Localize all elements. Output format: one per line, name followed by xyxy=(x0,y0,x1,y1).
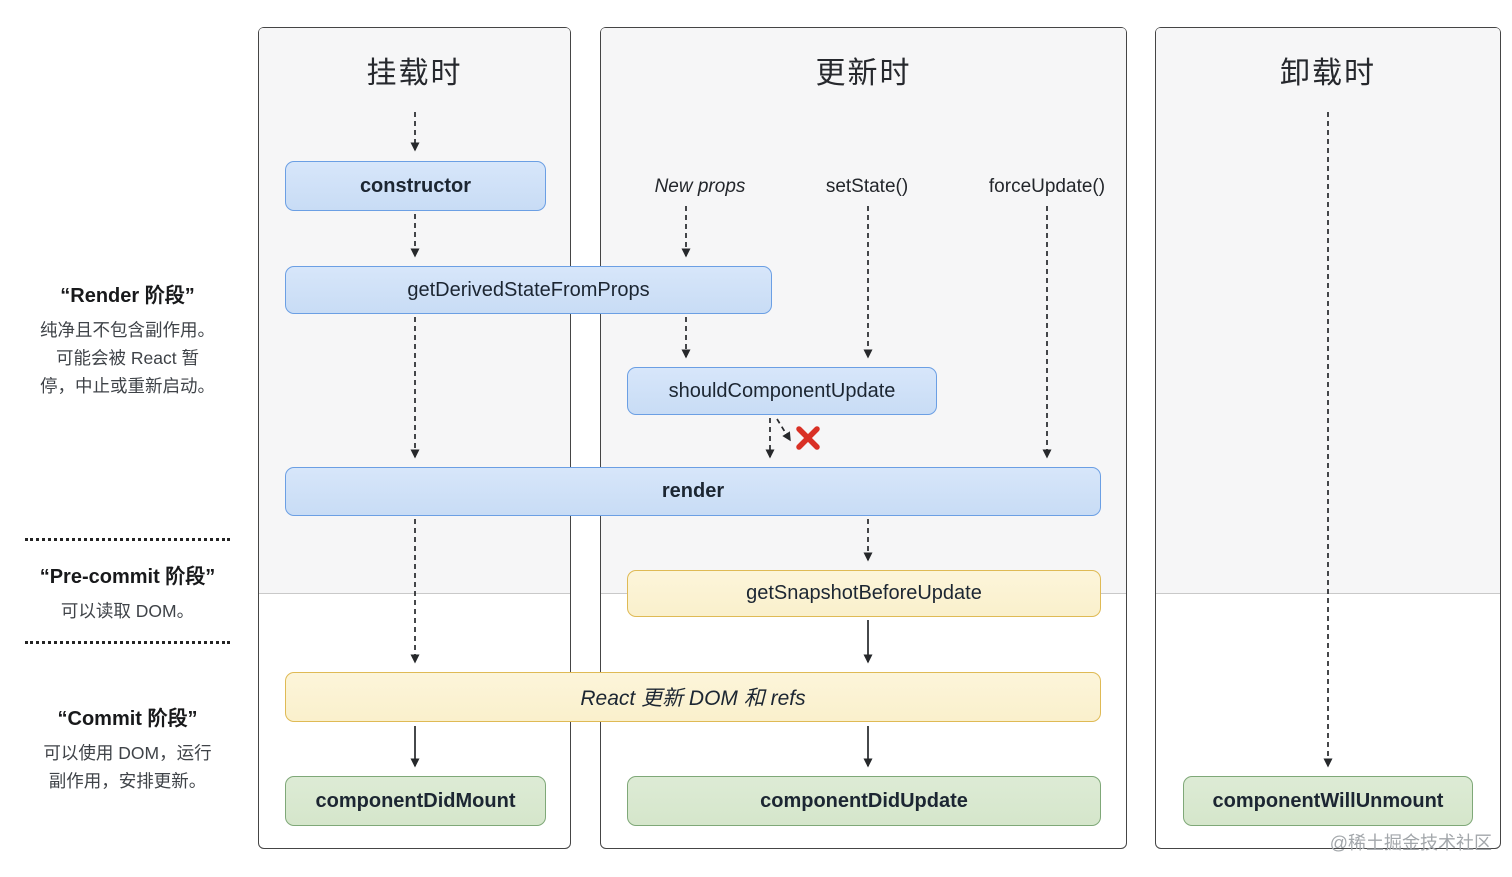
commit-phase-desc-line: 可以使用 DOM，运行 xyxy=(43,743,212,763)
node-get-snapshot-before-update: getSnapshotBeforeUpdate xyxy=(627,570,1101,617)
column-updating-title: 更新时 xyxy=(815,57,912,90)
commit-phase-title: “Commit 阶段” xyxy=(57,708,198,730)
column-updating: 更新时 xyxy=(600,27,1127,849)
node-get-derived-state-from-props: getDerivedStateFromProps xyxy=(285,266,772,314)
phase-divider-top xyxy=(25,538,230,541)
trigger-new-props: New props xyxy=(654,176,746,197)
render-phase-desc-line: 可能会被 React 暂 xyxy=(56,348,199,368)
node-constructor: constructor xyxy=(285,161,546,211)
node-component-did-mount: componentDidMount xyxy=(285,776,546,826)
node-should-component-update: shouldComponentUpdate xyxy=(627,367,937,415)
node-react-updates-dom: React 更新 DOM 和 refs xyxy=(285,672,1101,722)
render-phase-desc-line: 纯净且不包含副作用。 xyxy=(40,320,215,340)
column-unmounting-render-phase-area xyxy=(1156,28,1500,594)
trigger-set-state: setState() xyxy=(825,176,909,197)
watermark: @稀土掘金技术社区 xyxy=(1329,833,1492,853)
node-component-will-unmount: componentWillUnmount xyxy=(1183,776,1473,826)
render-phase-title: “Render 阶段” xyxy=(60,285,195,307)
column-unmounting-title: 卸载时 xyxy=(1280,57,1376,90)
trigger-force-update: forceUpdate() xyxy=(988,176,1106,197)
node-render: render xyxy=(285,467,1101,516)
precommit-phase-title: “Pre-commit 阶段” xyxy=(39,566,216,588)
phase-divider-bottom xyxy=(25,641,230,644)
precommit-phase-desc-line: 可以读取 DOM。 xyxy=(60,601,195,621)
column-mounting-title: 挂载时 xyxy=(366,57,463,90)
column-mounting: 挂载时 xyxy=(258,27,571,849)
commit-phase-desc-line: 副作用，安排更新。 xyxy=(48,771,207,791)
commit-phase-desc: 可以使用 DOM，运行 副作用，安排更新。 xyxy=(10,739,245,795)
column-unmounting: 卸载时 xyxy=(1155,27,1501,849)
precommit-phase-desc: 可以读取 DOM。 xyxy=(10,597,245,625)
node-component-did-update: componentDidUpdate xyxy=(627,776,1101,826)
render-phase-desc-line: 停，中止或重新启动。 xyxy=(40,376,215,396)
render-phase-desc: 纯净且不包含副作用。 可能会被 React 暂 停，中止或重新启动。 xyxy=(10,316,245,400)
